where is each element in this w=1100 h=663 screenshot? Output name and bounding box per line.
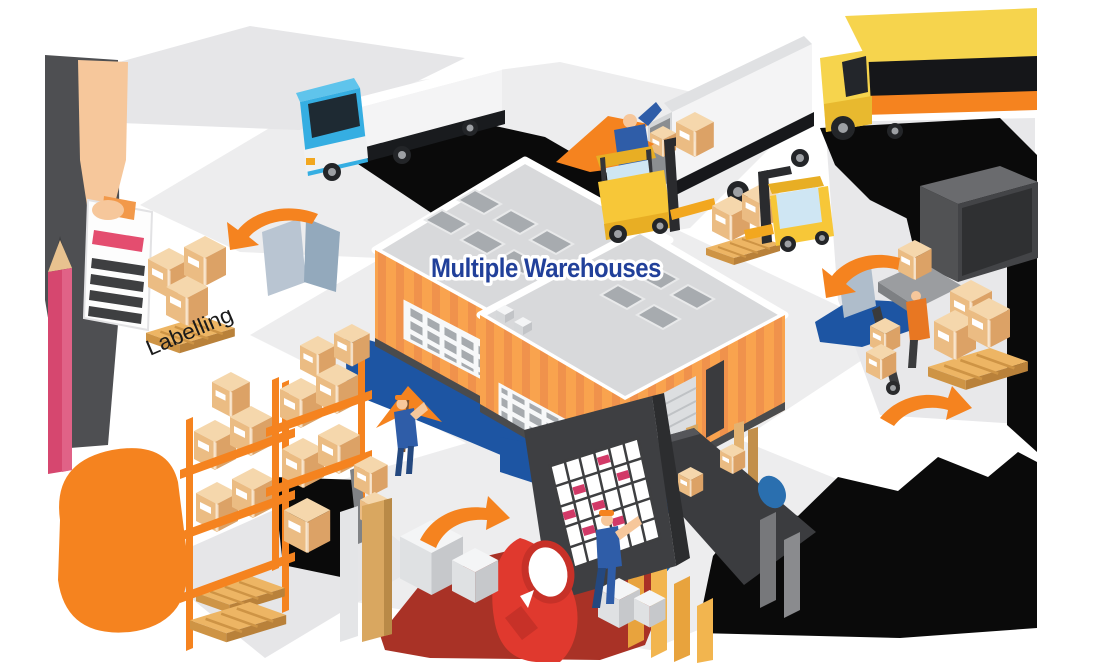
schedule-board [548, 436, 662, 570]
flow-block [262, 218, 306, 296]
umbrella-arrow [376, 386, 442, 428]
schedule-worker [592, 510, 642, 608]
shadow-blob [1007, 245, 1037, 452]
rack-shelf [266, 324, 372, 571]
yellow-semi-truck [820, 8, 1037, 140]
roof-skylights [598, 263, 717, 331]
storage-racks [180, 324, 442, 651]
roof-skylights [422, 188, 576, 276]
blue-cab-truck [296, 62, 505, 181]
curved-arrow [420, 496, 510, 548]
shadow-blob [697, 452, 1037, 638]
roof-vents [496, 305, 532, 335]
orange-flow-blob [58, 448, 189, 633]
flow-block [304, 218, 340, 292]
magnifying-glass-icon [492, 538, 578, 662]
forklift-fork [670, 198, 716, 220]
center-title: Multiple Warehouses [431, 253, 661, 283]
bottom-center-props [340, 496, 510, 642]
dock-station [822, 166, 1038, 426]
dock-ramp [878, 262, 962, 308]
curved-arrow [227, 208, 318, 250]
hand-truck [866, 306, 901, 395]
schedule-station [492, 393, 690, 662]
hand-truck-worker [906, 291, 930, 368]
hand [92, 200, 124, 220]
arm [78, 60, 128, 215]
labelling-station [45, 55, 340, 474]
entry-door [706, 360, 724, 438]
pencil-icon [48, 236, 72, 474]
plank [340, 506, 358, 642]
rack-worker [376, 386, 442, 476]
roller [758, 475, 786, 509]
rack-shelf [180, 372, 295, 651]
forklift-with-pallet [705, 166, 834, 266]
forklift-loading [556, 102, 716, 243]
curved-arrow [822, 254, 900, 298]
curved-arrow [880, 386, 972, 426]
